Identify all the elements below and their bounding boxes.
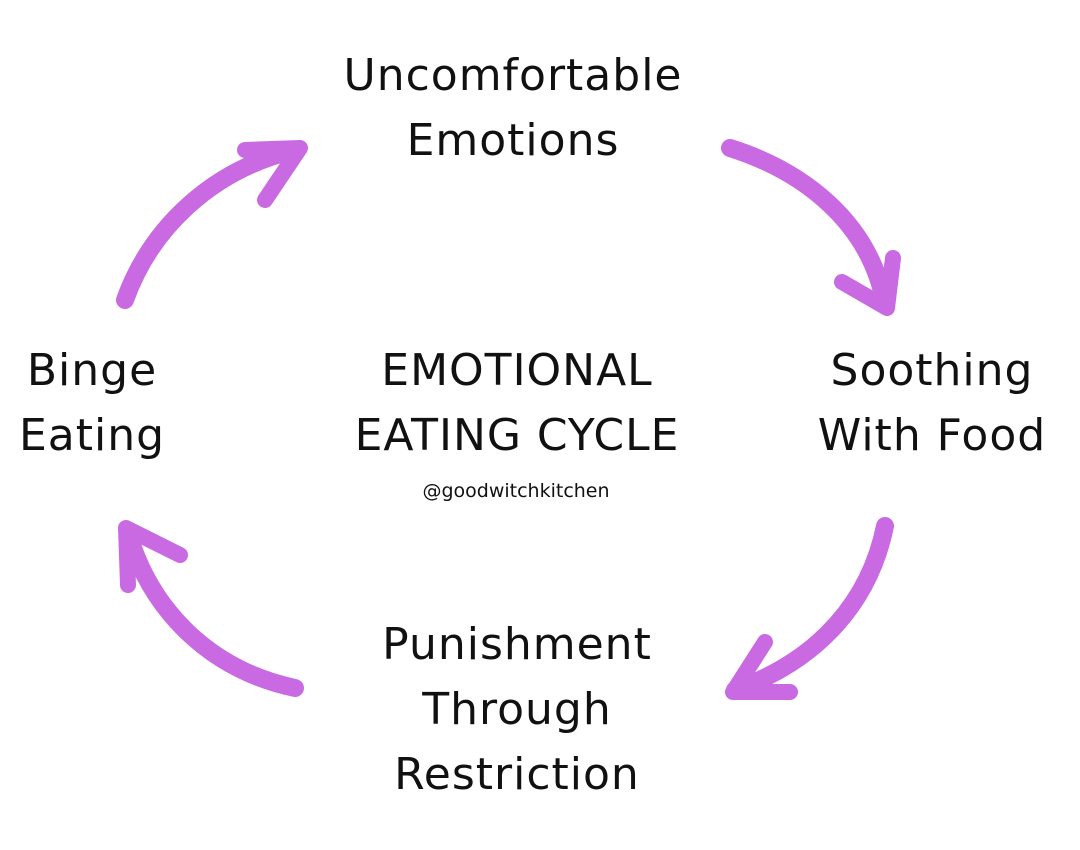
stage-binge-eating: Binge Eating (19, 338, 165, 468)
stage-line: Soothing (830, 345, 1034, 396)
stage-line: Binge (26, 345, 158, 396)
arrow-bottom-to-left (118, 520, 304, 697)
stage-line: Punishment (382, 619, 652, 670)
arrow-right-to-bottom (725, 517, 894, 700)
arrow-top-to-right (721, 139, 901, 316)
diagram-title: EMOTIONAL EATING CYCLE (355, 338, 680, 468)
social-handle: @goodwitchkitchen (422, 480, 610, 502)
title-line: EMOTIONAL (381, 345, 653, 396)
title-line: EATING CYCLE (354, 410, 680, 461)
stage-line: With Food (817, 410, 1047, 461)
stage-line: Uncomfortable (343, 50, 683, 101)
arrow-left-to-top (116, 140, 308, 309)
stage-line: Eating (18, 410, 166, 461)
stage-line: Through (422, 684, 612, 735)
stage-soothing-with-food: Soothing With Food (818, 338, 1046, 468)
stage-line: Emotions (406, 115, 620, 166)
stage-punishment-through-restriction: Punishment Through Restriction (382, 612, 652, 807)
stage-uncomfortable-emotions: Uncomfortable Emotions (343, 43, 682, 173)
stage-line: Restriction (394, 749, 640, 800)
